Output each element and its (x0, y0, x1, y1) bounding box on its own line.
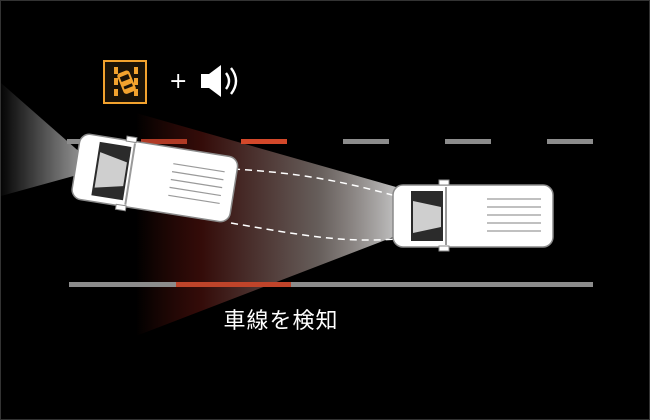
caption-text: 車線を検知 (223, 309, 339, 334)
speaker-sound-icon (201, 65, 238, 97)
trajectory-line-top (232, 168, 397, 197)
lane-solid-line (69, 282, 593, 287)
lane-solid-detected (176, 282, 291, 287)
lane-dash-detected (241, 139, 287, 144)
lane-dash (343, 139, 389, 144)
rear-camera-beam (1, 83, 99, 196)
rear-car (71, 133, 239, 223)
trajectory-line-bottom (230, 222, 397, 241)
lane-departure-warning-icon (103, 60, 147, 104)
lane-dash (547, 139, 593, 144)
lane-dash-detected (141, 139, 187, 144)
lane-dash (445, 139, 491, 144)
plus-sign: + (169, 69, 188, 94)
front-car (392, 179, 554, 252)
